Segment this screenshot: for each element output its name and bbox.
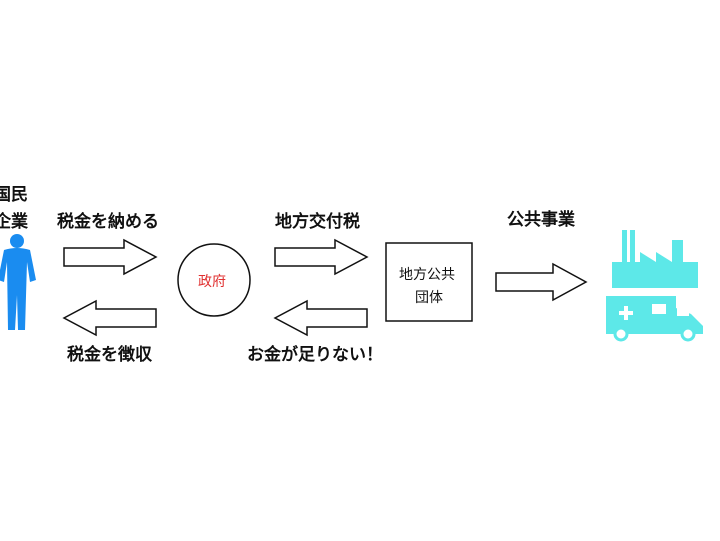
government-node bbox=[177, 243, 251, 317]
local-grant-label: 地方交付税 bbox=[275, 212, 360, 232]
public-works-label: 公共事業 bbox=[507, 210, 575, 230]
citizens-label-line1: 国民 bbox=[0, 185, 28, 205]
citizens-label-line2: 企業 bbox=[0, 212, 28, 232]
pay-tax-arrow bbox=[63, 238, 158, 276]
not-enough-arrow bbox=[273, 299, 368, 337]
local-government-label-line1: 地方公共 bbox=[399, 267, 455, 283]
person-icon bbox=[0, 234, 36, 330]
public-works-arrow bbox=[495, 262, 588, 302]
pay-tax-label: 税金を納める bbox=[57, 212, 159, 232]
local-grant-arrow bbox=[274, 238, 369, 276]
local-government-label-line2: 団体 bbox=[415, 290, 443, 306]
factory-icon bbox=[612, 230, 698, 288]
not-enough-label: お金が足りない！ bbox=[247, 345, 383, 365]
collect-tax-arrow bbox=[62, 299, 157, 337]
local-government-node bbox=[385, 242, 473, 322]
collect-tax-label: 税金を徴収 bbox=[67, 345, 152, 365]
government-label: 政府 bbox=[198, 274, 226, 290]
ambulance-icon bbox=[606, 296, 703, 342]
